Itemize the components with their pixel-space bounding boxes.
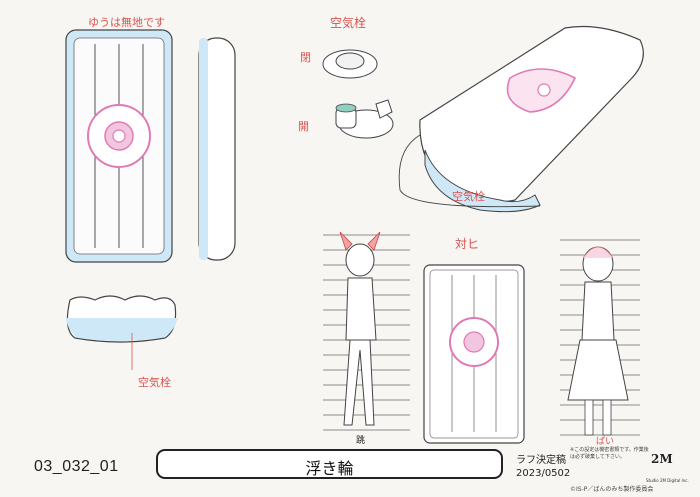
float-perspective <box>398 25 644 213</box>
float-end-view <box>66 295 178 370</box>
character-right <box>567 246 629 436</box>
studio-name: Studio 2M Digital Inc. <box>646 478 689 483</box>
confidential-notice: ※この設定は機密書類です。作業後は必ず破棄して下さい。 <box>570 447 649 460</box>
stage-info: ラフ決定稿 2023/0502 <box>516 454 570 480</box>
note-valve-bottom: 空気栓 <box>138 376 171 389</box>
title-box: 浮き輪 <box>156 449 503 479</box>
copyright: ©IS-P／ばんのみち製作委員会 <box>570 486 654 493</box>
note-top-left: ゆうは無地です <box>88 16 165 29</box>
valve-closed-drawing <box>322 49 378 79</box>
float-side-view <box>198 37 236 261</box>
note-valve-open: 開 <box>298 120 309 133</box>
sheet-title: 浮き輪 <box>305 459 354 478</box>
stage-label: ラフ決定稿 <box>516 455 566 466</box>
float-top-view <box>65 29 173 263</box>
character-left <box>339 231 381 426</box>
note-jump: 跳 <box>356 436 366 446</box>
valve-open-drawing <box>335 99 394 139</box>
note-valve-closed: 閉 <box>300 51 311 64</box>
note-valve-side: 空気栓 <box>452 190 485 203</box>
note-valve-title: 空気栓 <box>330 16 367 30</box>
comparison-float <box>423 264 525 444</box>
note-partner: ぱい <box>596 437 615 447</box>
stage-date: 2023/0502 <box>516 468 571 479</box>
note-comparison: 対ヒ <box>455 237 480 251</box>
studio-logo: 2M <box>651 452 673 466</box>
cut-code: 03_032_01 <box>34 458 119 475</box>
